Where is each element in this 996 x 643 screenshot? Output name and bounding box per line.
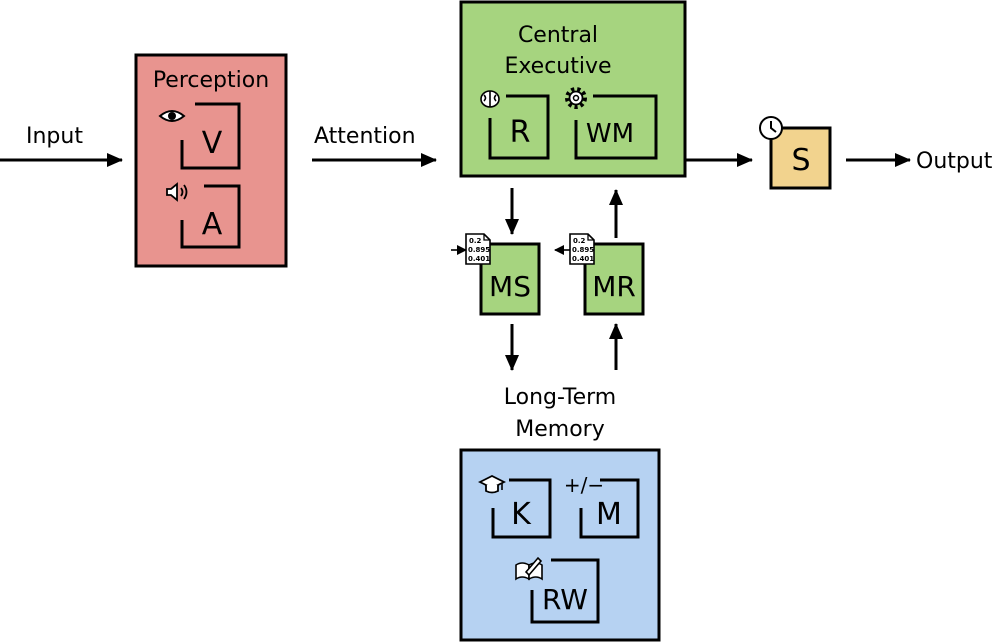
memory-store-module: MS 0.2 0.895 0.401	[451, 233, 541, 316]
mr-doc-line2: 0.895	[572, 246, 594, 254]
visual-subbox	[180, 102, 241, 170]
book-pencil-icon	[515, 556, 543, 581]
memory-store-label: MS	[489, 270, 531, 303]
graduation-cap-icon	[477, 474, 507, 494]
math-subbox	[579, 478, 640, 539]
central-executive-module: Central Executive R WM	[459, 0, 687, 178]
speech-module: S	[759, 116, 832, 190]
mr-doc-line1: 0.2	[573, 237, 586, 245]
knowledge-label: K	[511, 497, 532, 532]
auditory-subbox	[180, 184, 241, 249]
long-term-memory-label-line2: Memory	[515, 417, 604, 442]
attention-label: Attention	[314, 124, 416, 149]
ms-doc-line2: 0.895	[468, 246, 490, 254]
long-term-memory-label-line1: Long-Term	[504, 385, 616, 410]
input-label: Input	[26, 124, 83, 149]
knowledge-subbox	[491, 478, 552, 539]
visual-label: V	[202, 126, 223, 161]
auditory-label: A	[202, 207, 223, 242]
plus-minus-icon: +/−	[564, 473, 604, 497]
working-memory-subbox	[574, 94, 658, 160]
speech-label: S	[791, 143, 810, 178]
mr-document-icon: 0.2 0.895 0.401	[569, 233, 595, 265]
central-executive-title-line1: Central	[518, 23, 598, 48]
ms-doc-line1: 0.2	[469, 237, 482, 245]
memory-retrieve-module: MR 0.2 0.895 0.401	[554, 233, 645, 316]
gear-icon	[565, 87, 587, 109]
central-executive-title-line2: Executive	[504, 54, 611, 79]
speaker-icon	[166, 182, 188, 202]
perception-title: Perception	[153, 68, 269, 93]
ms-doc-line3: 0.401	[468, 255, 490, 263]
reasoning-subbox	[488, 94, 550, 160]
output-label: Output	[916, 149, 993, 174]
eye-icon	[158, 110, 186, 122]
perception-box	[134, 53, 288, 268]
math-label: M	[596, 497, 622, 532]
memory-retrieve-label: MR	[592, 270, 636, 303]
speech-box	[769, 126, 832, 190]
flow-arrows	[0, 153, 911, 371]
mr-doc-line3: 0.401	[572, 255, 594, 263]
brain-icon	[480, 90, 500, 108]
reasoning-label: R	[510, 115, 531, 150]
read-write-subbox	[530, 558, 600, 624]
read-write-label: RW	[542, 583, 588, 616]
clock-icon	[759, 116, 783, 140]
perception-module: Perception V A	[134, 53, 288, 268]
working-memory-label: WM	[586, 119, 634, 149]
ms-document-icon: 0.2 0.895 0.401	[465, 233, 491, 265]
long-term-memory-module: K M +/− RW	[459, 448, 661, 642]
